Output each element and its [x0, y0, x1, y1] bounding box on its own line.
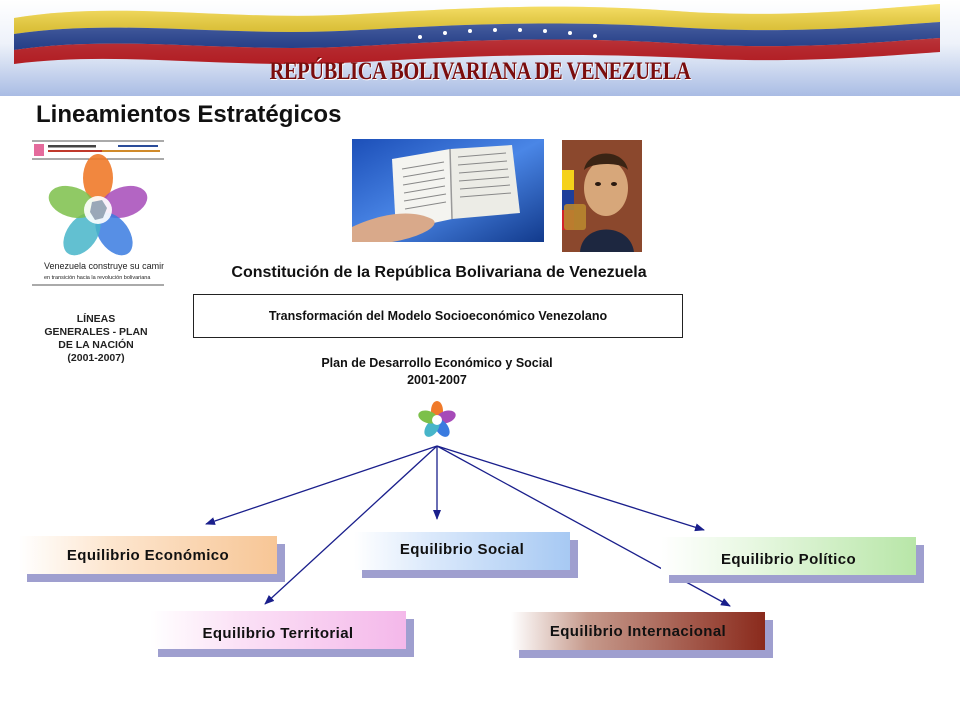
caption-line: (2001-2007) — [67, 352, 125, 364]
bolivar-portrait-photo — [562, 140, 642, 252]
flag-ribbon-icon — [14, 4, 940, 64]
equilibrio-territorial-box: Equilibrio Territorial — [150, 611, 414, 657]
plan-title-line2: 2001-2007 — [407, 373, 467, 387]
open-book-icon — [352, 139, 544, 242]
equilibrio-politico-box: Equilibrio Político — [661, 537, 924, 583]
booklet-cover-icon: Venezuela construye su camino, en transi… — [32, 140, 174, 286]
arrow-to-economico — [205, 445, 438, 525]
page-title: Lineamientos Estratégicos — [36, 101, 342, 128]
caption-line: GENERALES - PLAN — [44, 326, 148, 338]
equilibrio-economico-box: Equilibrio Económico — [19, 536, 285, 582]
caption-line: DE LA NACIÓN — [58, 339, 134, 351]
transformacion-label: Transformación del Modelo Socioeconómico… — [268, 309, 608, 323]
portrait-icon — [562, 140, 642, 252]
header-banner — [0, 0, 960, 96]
equilibrio-social-label: Equilibrio Social — [354, 532, 570, 570]
constitucion-title: Constitución de la República Bolivariana… — [231, 264, 647, 281]
booklet-caption: LÍNEAS GENERALES - PLAN DE LA NACIÓN (20… — [30, 313, 162, 365]
plan-title: Plan de Desarrollo Económico y Social 20… — [252, 355, 622, 389]
banner-title: REPÚBLICA BOLIVARIANA DE VENEZUELA — [269, 58, 691, 85]
arrow-to-territorial — [264, 445, 438, 605]
transformacion-box: Transformación del Modelo Socioeconómico… — [193, 294, 683, 338]
booklet-slogan-1: Venezuela construye su camino, — [44, 261, 164, 271]
equilibrio-politico-label: Equilibrio Político — [661, 537, 916, 575]
caption-line: LÍNEAS — [76, 313, 116, 325]
equilibrio-territorial-label: Equilibrio Territorial — [150, 611, 406, 649]
plan-booklet-image: Venezuela construye su camino, en transi… — [32, 140, 174, 286]
arrow-to-politico — [436, 445, 705, 532]
plan-title-line1: Plan de Desarrollo Económico y Social — [321, 356, 553, 370]
flower-logo-icon — [418, 401, 456, 437]
equilibrio-internacional-box: Equilibrio Internacional — [511, 612, 773, 658]
booklet-slogan-2: en transición hacia la revolución boliva… — [44, 275, 151, 281]
equilibrio-social-box: Equilibrio Social — [354, 532, 578, 578]
equilibrio-internacional-label: Equilibrio Internacional — [511, 612, 765, 650]
constitution-book-photo — [352, 139, 544, 242]
equilibrio-economico-label: Equilibrio Económico — [19, 536, 277, 574]
